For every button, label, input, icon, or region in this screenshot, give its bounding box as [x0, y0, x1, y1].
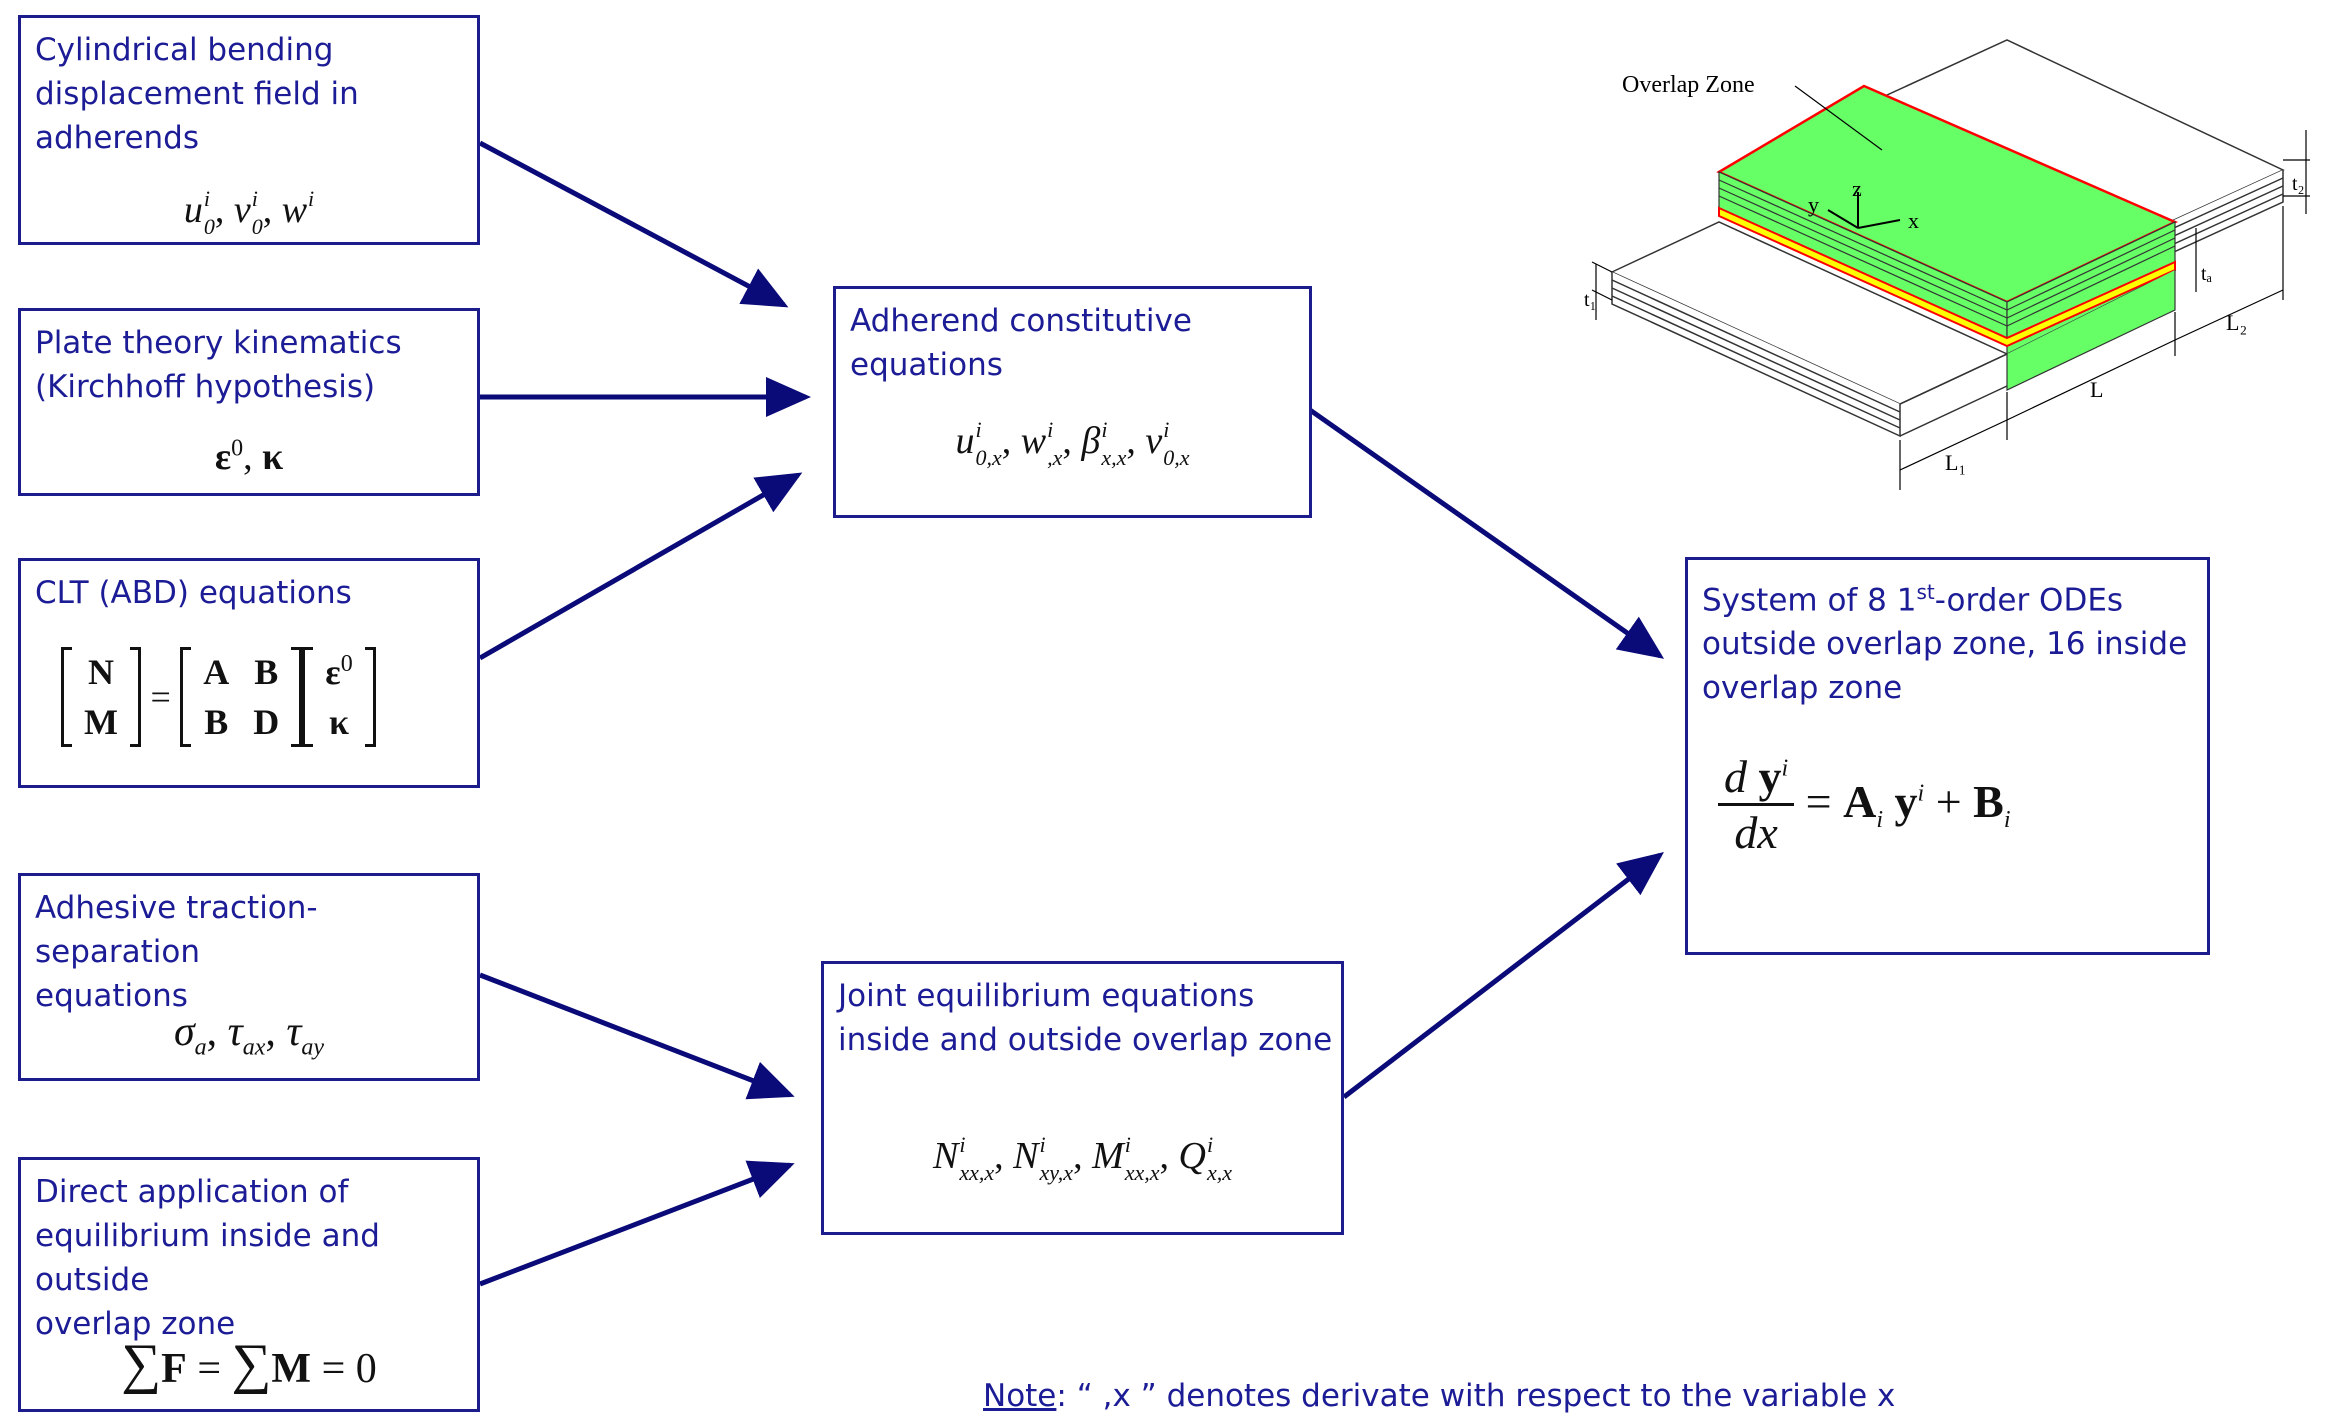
- arrow-direct-to-joint: [479, 1160, 795, 1287]
- equation-ode: d yi dx = Ai yi + Bi: [1718, 750, 2207, 859]
- arrow-constitutive-to-system: [1308, 407, 1665, 659]
- box-adhesive-traction: Adhesive traction-separation equations σ…: [18, 873, 480, 1081]
- arrow-clt-to-constitutive: [478, 472, 803, 661]
- equation-strain-curvature: ε0, κ: [214, 435, 284, 478]
- box-title: Adherend constitutive equations: [850, 303, 1192, 383]
- box-title: Direct application of equilibrium inside…: [35, 1174, 380, 1342]
- equation-sum-forces: ∑F = ∑M = 0: [121, 1333, 377, 1395]
- box-cylindrical-bending: Cylindrical bending displacement field i…: [18, 15, 480, 245]
- box-plate-theory: Plate theory kinematics (Kirchhoff hypot…: [18, 308, 480, 496]
- box-title: CLT (ABD) equations: [35, 575, 352, 611]
- arrow-adhesive-to-joint: [479, 972, 795, 1100]
- arrow-joint-to-system: [1342, 851, 1664, 1099]
- box-title: Joint equilibrium equations inside and o…: [838, 978, 1333, 1058]
- footnote: Note: “ ,x ” denotes derivate with respe…: [983, 1378, 1895, 1414]
- box-direct-equilibrium: Direct application of equilibrium inside…: [18, 1157, 480, 1412]
- box-title: Adhesive traction-separation equations: [35, 890, 318, 1014]
- box-title: Plate theory kinematics (Kirchhoff hypot…: [35, 325, 402, 405]
- note-text: : “ ,x ” denotes derivate with respect t…: [1056, 1378, 1896, 1414]
- box-title: System of 8 1st-order ODEs outside overl…: [1702, 580, 2188, 707]
- box-joint-equilibrium: Joint equilibrium equations inside and o…: [821, 961, 1344, 1235]
- box-ode-system: System of 8 1st-order ODEs outside overl…: [1685, 557, 2210, 955]
- box-title: Cylindrical bending displacement field i…: [35, 32, 359, 156]
- arrow-cylindrical-to-constitutive: [478, 140, 789, 308]
- equation-stresses: σa, τax, τay: [173, 1009, 325, 1061]
- note-label: Note: [983, 1378, 1057, 1414]
